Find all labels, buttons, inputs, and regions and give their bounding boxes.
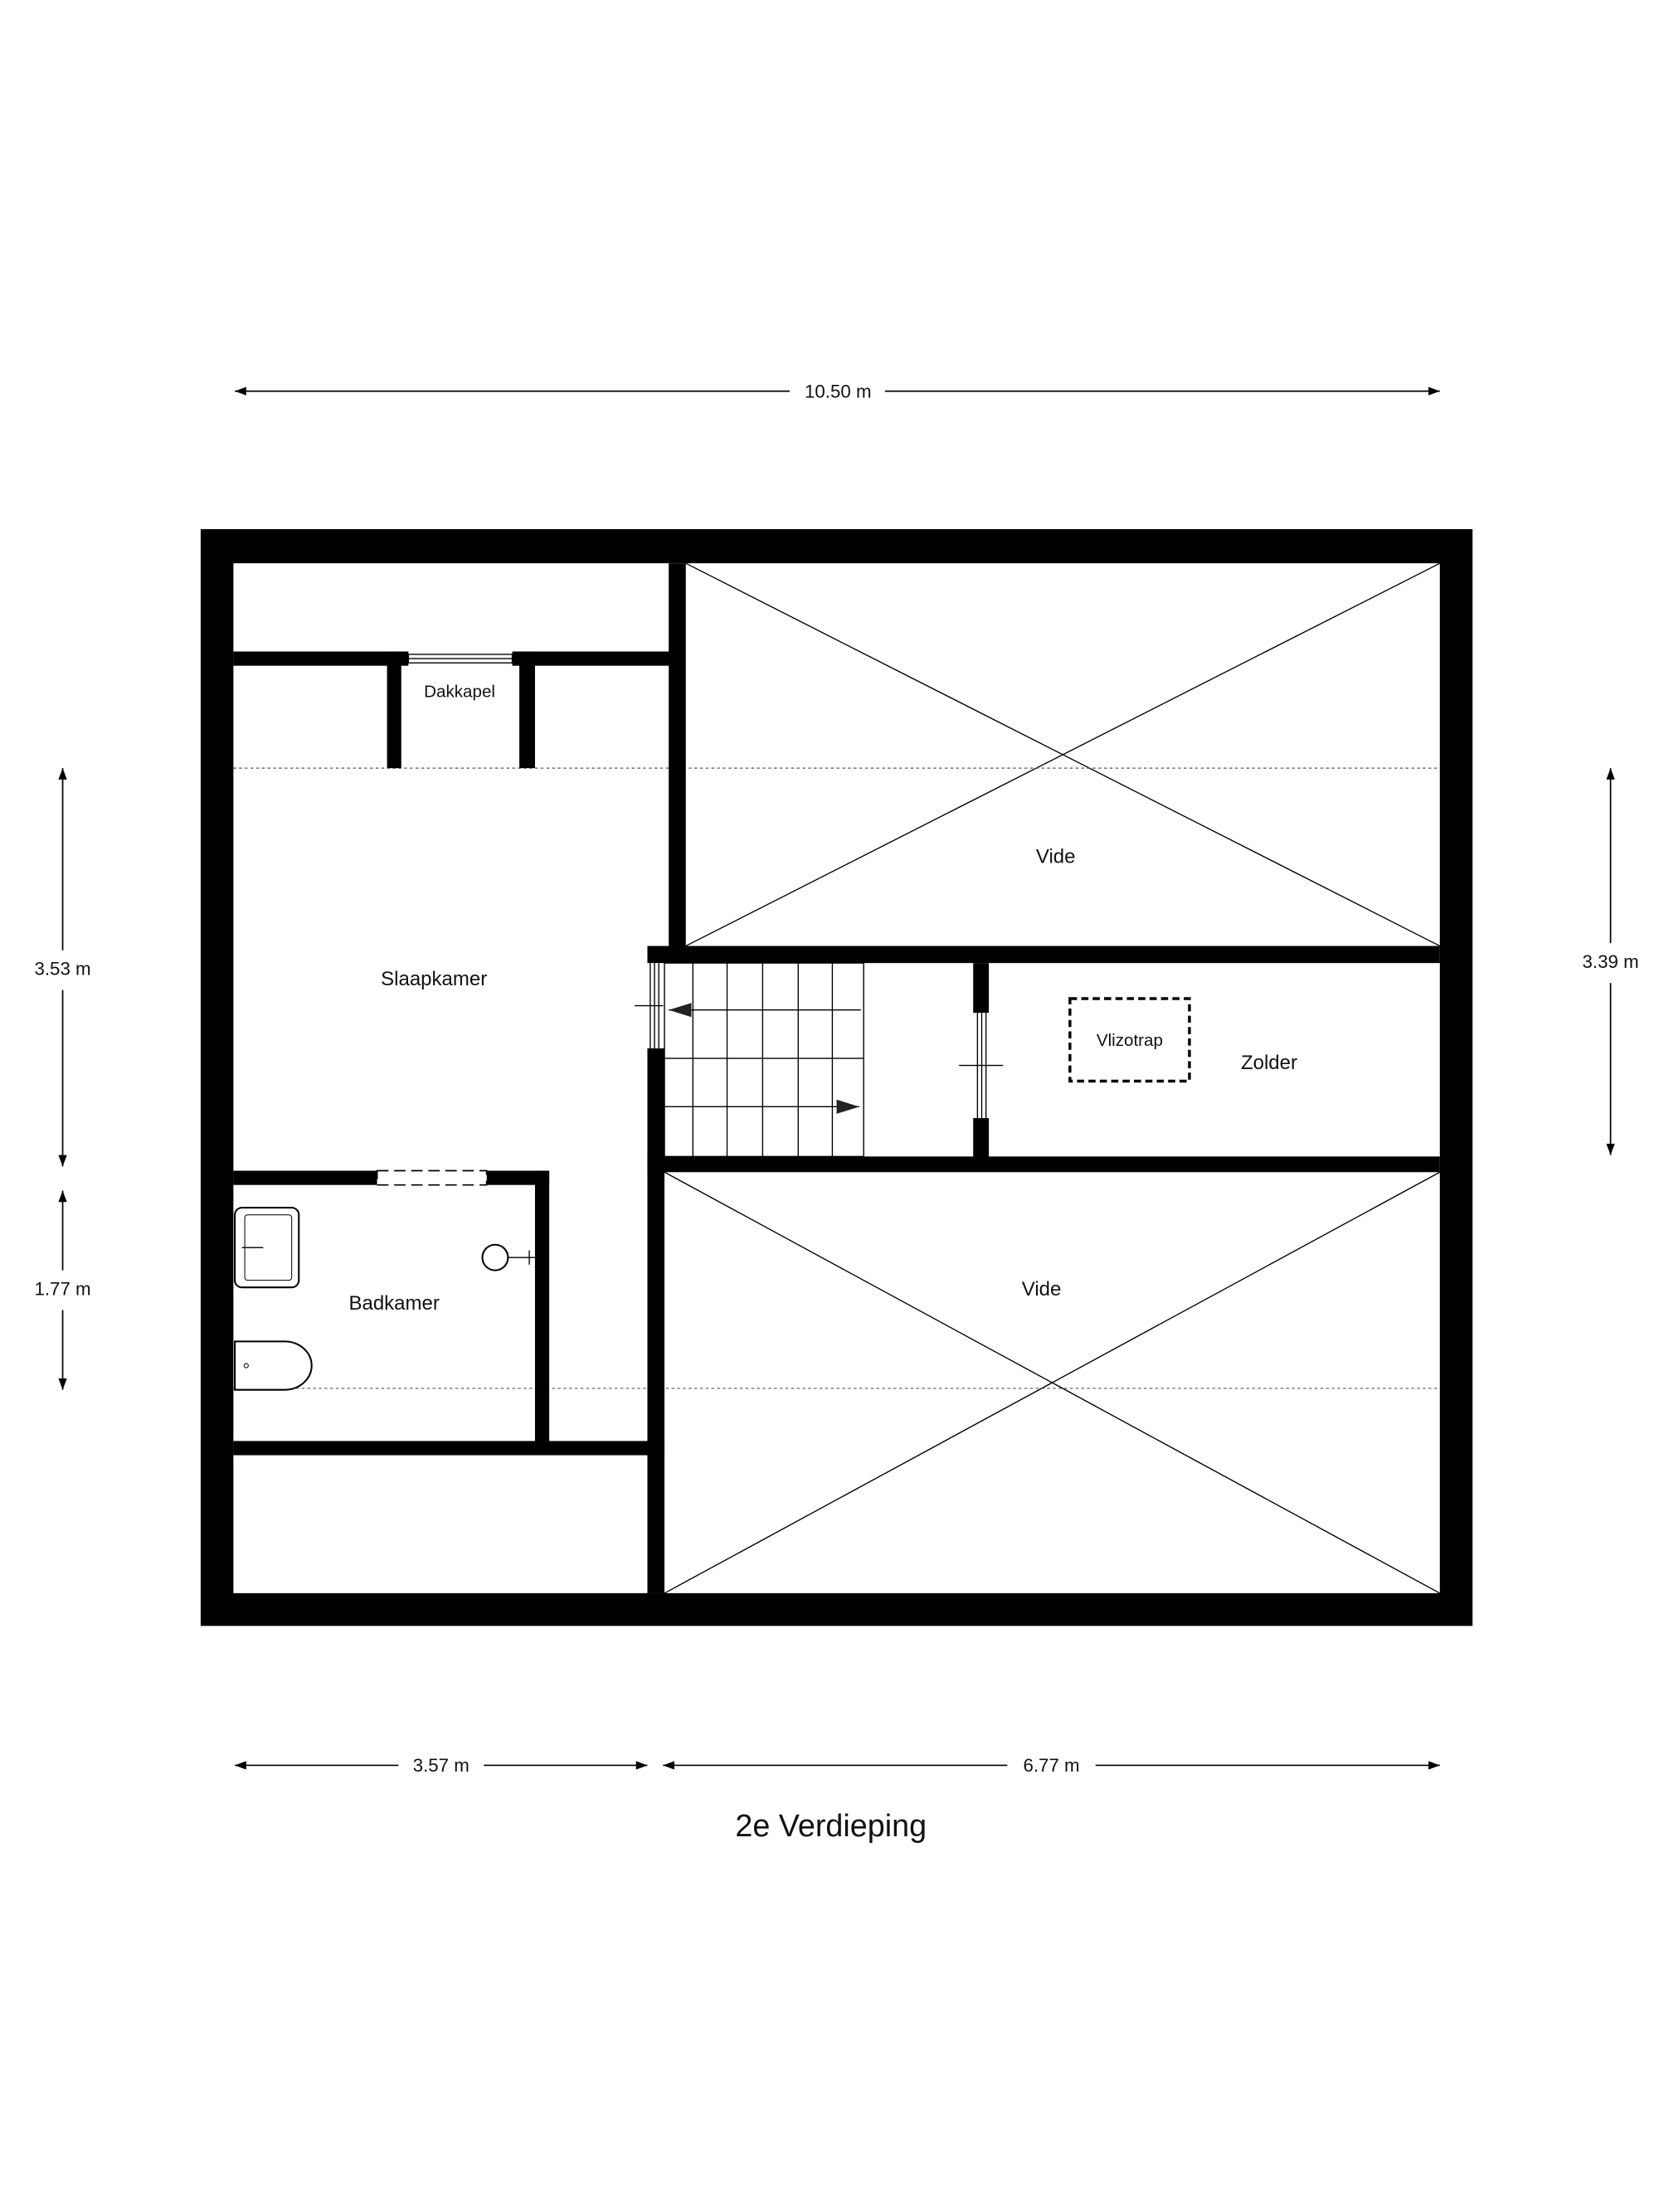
staircase xyxy=(664,962,864,1158)
stair-door[interactable] xyxy=(635,963,664,1049)
dimension-left-lower-label: 1.77 m xyxy=(34,1278,90,1299)
room-label-zolder: Zolder xyxy=(1241,1052,1297,1074)
room-label-vide-bottom: Vide xyxy=(1022,1278,1062,1300)
dimension-left-upper: 3.53 m xyxy=(34,768,91,1167)
zolder-door[interactable] xyxy=(959,1013,1004,1119)
dimension-bottom-left: 3.57 m xyxy=(235,1755,648,1776)
roof-slope-lines xyxy=(233,767,1440,1389)
dakkapel-window xyxy=(407,654,513,664)
room-label-slaapkamer: Slaapkamer xyxy=(381,968,487,990)
vlizotrap-hatch xyxy=(1068,997,1191,1083)
room-label-dakkapel: Dakkapel xyxy=(424,683,495,702)
vide-top-cross xyxy=(685,562,1441,947)
dimension-top: 10.50 m xyxy=(235,381,1440,401)
vide-bottom-cross xyxy=(664,1171,1441,1594)
dimension-top-label: 10.50 m xyxy=(805,381,872,401)
shower-head-icon xyxy=(481,1243,535,1271)
dimension-bottom-left-label: 3.57 m xyxy=(413,1755,469,1776)
dimension-bottom-right: 6.77 m xyxy=(663,1755,1440,1776)
walls xyxy=(200,529,1473,1626)
dimension-right-label: 3.39 m xyxy=(1583,951,1639,972)
dimension-left-lower: 1.77 m xyxy=(34,1190,91,1390)
room-label-vlizotrap: Vlizotrap xyxy=(1097,1031,1163,1050)
room-label-badkamer: Badkamer xyxy=(348,1292,439,1315)
dimension-left-upper-label: 3.53 m xyxy=(34,959,90,980)
room-label-vide-top: Vide xyxy=(1036,846,1076,868)
toilet-icon xyxy=(234,1340,313,1391)
sink-icon xyxy=(234,1207,300,1289)
dimension-bottom-right-label: 6.77 m xyxy=(1023,1755,1079,1776)
floor-title: 2e Verdieping xyxy=(735,1808,927,1843)
dimension-right: 3.39 m xyxy=(1583,768,1639,1155)
badkamer-window xyxy=(376,1169,488,1186)
